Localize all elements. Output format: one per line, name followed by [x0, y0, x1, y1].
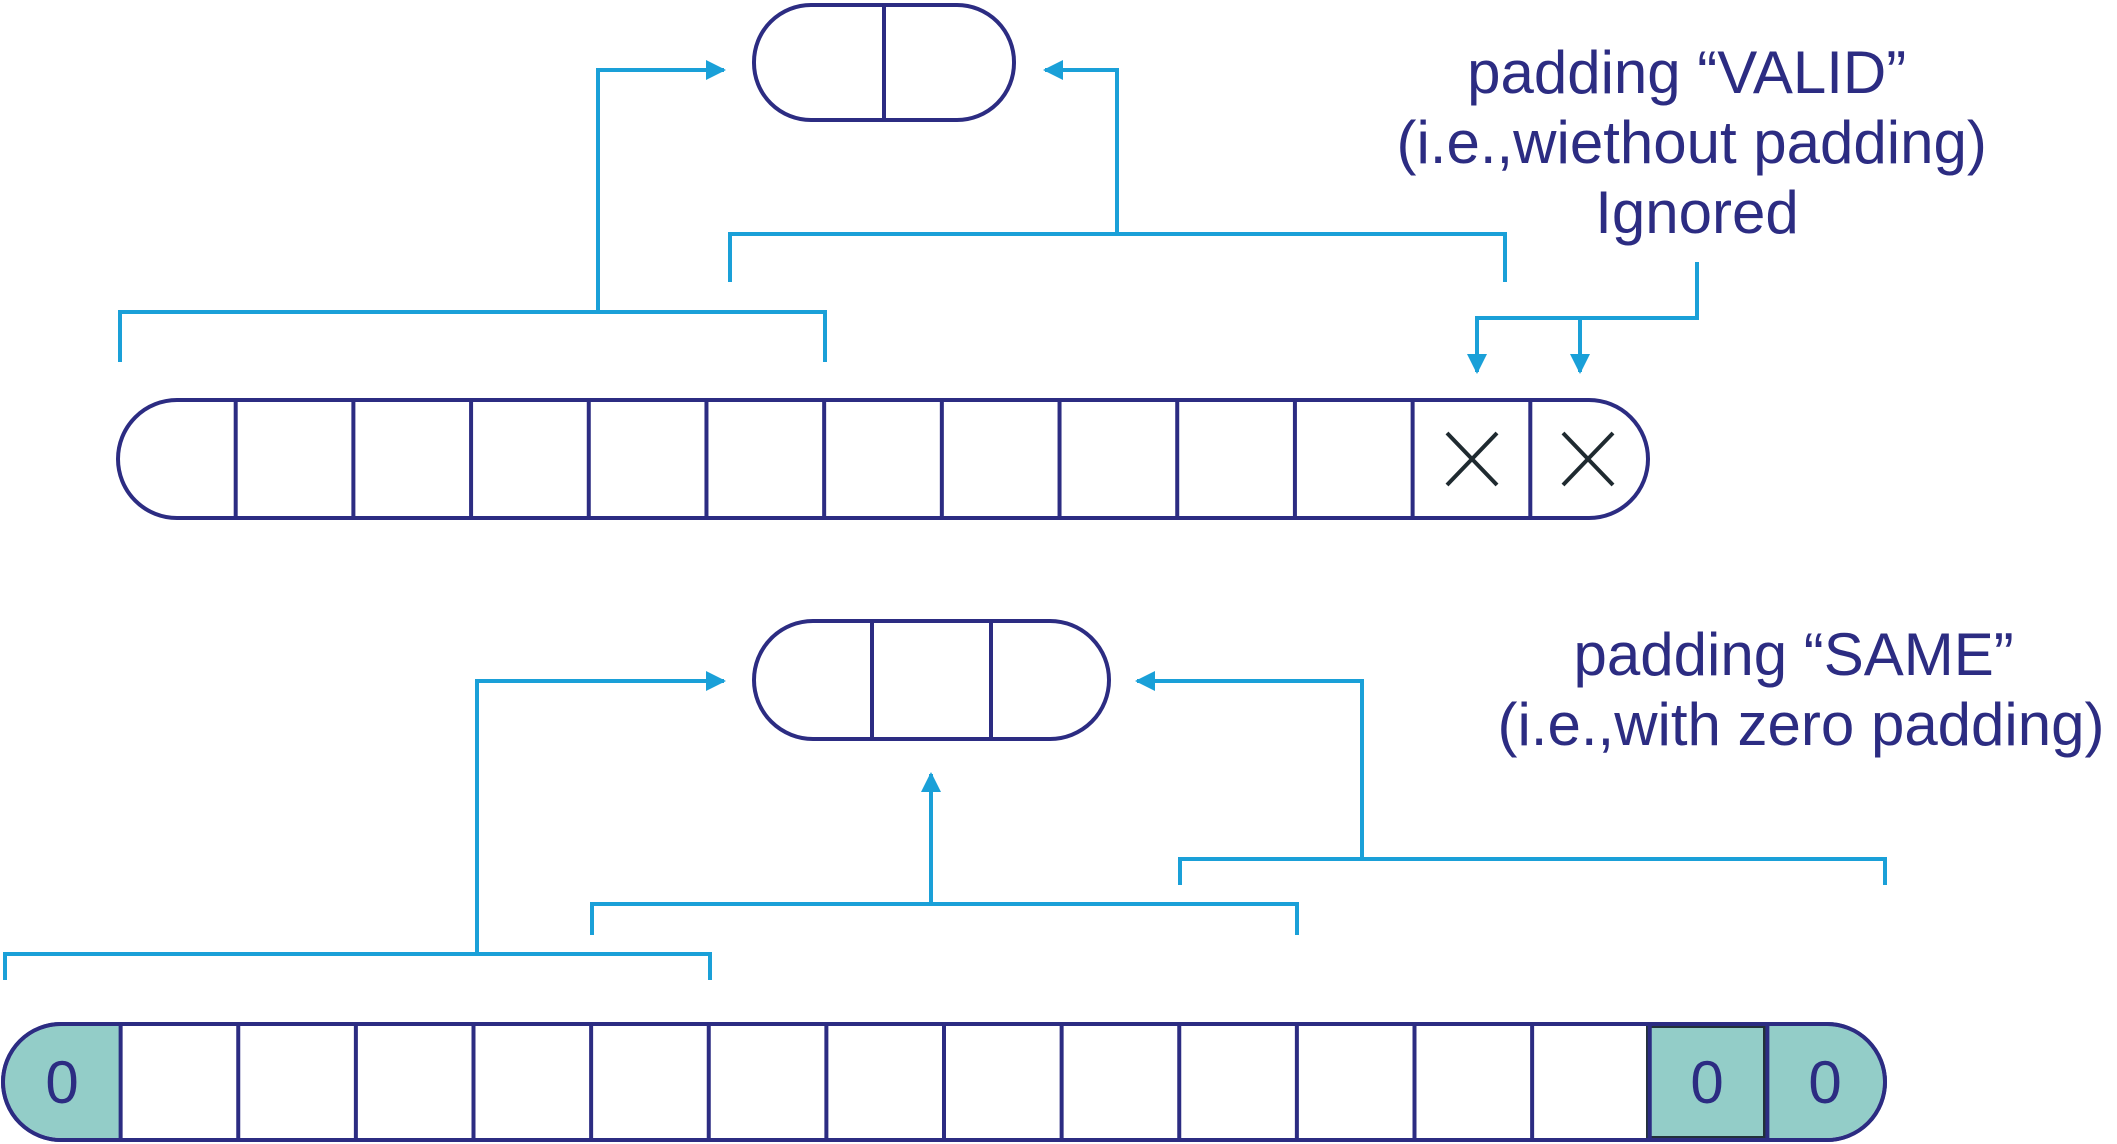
same-input-array: 0 0 0 [1, 1022, 1887, 1142]
valid-input-box [116, 398, 1650, 520]
ignored-pointer [1467, 262, 1699, 374]
valid-window-1-bracket [118, 310, 827, 362]
valid-window-1-arrow [596, 60, 726, 312]
same-input-dividers [118, 1024, 1770, 1140]
pad-zero-label-left: 0 [45, 1049, 78, 1116]
valid-input-array [116, 398, 1650, 520]
zero-pad-cell-highlighted [1646, 1024, 1767, 1140]
ignored-label: Ignored [1595, 179, 1799, 246]
valid-caption-line-1: padding “VALID” [1467, 39, 1906, 106]
same-caption: padding “SAME” (i.e.,with zero padding) [1498, 621, 2105, 758]
same-connectors [3, 671, 1887, 980]
same-window-1-arrow [475, 671, 726, 954]
same-window-1-bracket [3, 952, 712, 980]
valid-section: padding “VALID” (i.e.,wiethout padding) … [116, 3, 2003, 520]
x-mark-icon [1561, 431, 1615, 487]
same-window-3-bracket [1178, 857, 1887, 885]
same-caption-line-2: (i.e.,with zero padding) [1498, 691, 2105, 758]
valid-input-dividers [233, 400, 1533, 518]
zero-pad-cell-right [1765, 1026, 1883, 1138]
zero-pad-cell-left [5, 1026, 121, 1138]
valid-window-2-arrow [1043, 60, 1119, 234]
same-output-array [752, 619, 1111, 741]
valid-caption-line-2: (i.e.,wiethout padding) [1396, 109, 1986, 176]
valid-connectors [118, 60, 1699, 374]
same-output-box [752, 619, 1111, 741]
same-window-2-bracket [590, 902, 1299, 935]
same-section: 0 0 0 padding “SAME” (i.e.,with zero pad… [1, 619, 2105, 1142]
pad-zero-label-right: 0 [1808, 1049, 1841, 1116]
x-mark-icon [1445, 431, 1499, 487]
ignored-cell-12 [1445, 431, 1499, 487]
same-caption-line-1: padding “SAME” [1574, 621, 2014, 688]
pad-zero-label-middle: 0 [1690, 1049, 1723, 1116]
valid-window-2-bracket [728, 232, 1507, 282]
ignored-cell-13 [1561, 431, 1615, 487]
same-window-3-arrow [1135, 671, 1364, 859]
valid-output-array [752, 3, 1016, 122]
valid-caption: padding “VALID” (i.e.,wiethout padding) … [1396, 39, 2003, 246]
